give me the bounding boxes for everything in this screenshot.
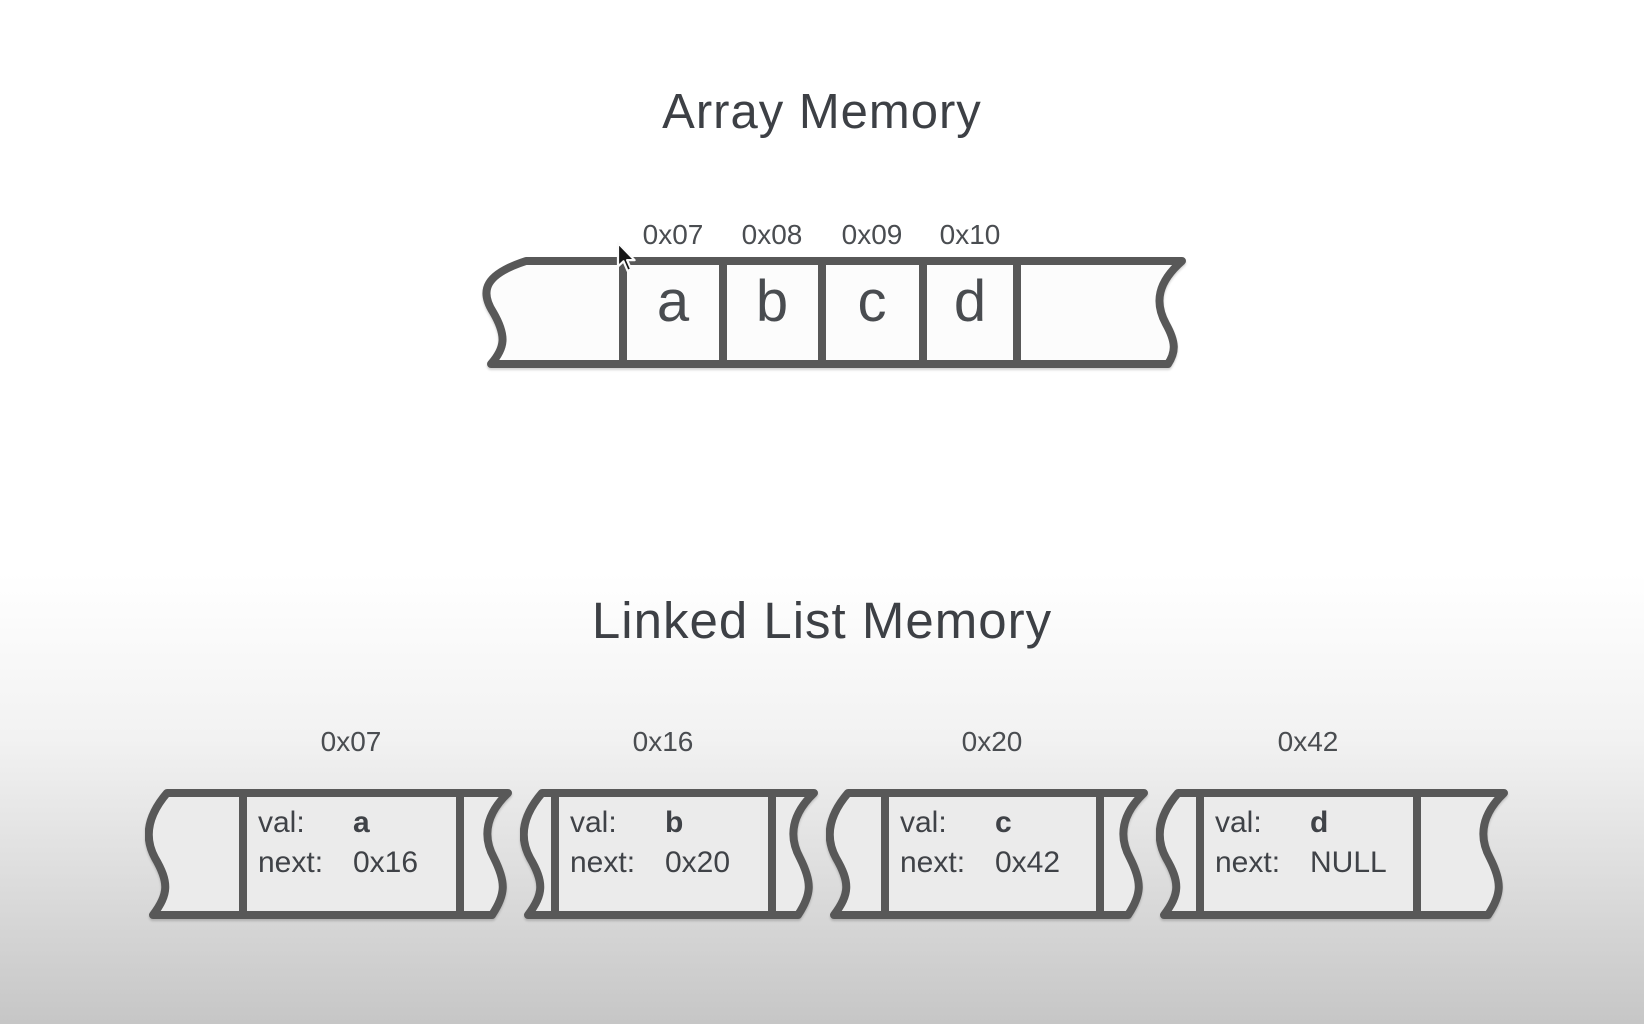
node-address-label: 0x07 [320, 726, 382, 757]
next-value: 0x16 [353, 846, 419, 879]
array-address-label: 0x07 [642, 219, 704, 250]
array-cell-value: d [953, 269, 987, 334]
val-label: val: [258, 806, 305, 839]
val-label: val: [900, 806, 947, 839]
linked-list-memory-title: Linked List Memory [591, 592, 1053, 649]
node-address-label: 0x20 [961, 726, 1023, 757]
array-cell-value: c [857, 269, 887, 334]
node-val-row: val: d [1215, 803, 1415, 843]
node-address-label: 0x16 [632, 726, 694, 757]
node-next-row: next: 0x16 [258, 843, 458, 883]
next-label: next: [258, 846, 324, 879]
val-label: val: [1215, 806, 1262, 839]
array-memory-title: Array Memory [662, 85, 982, 139]
linked-list-node: val: c next: 0x42 [900, 803, 1100, 883]
val-value: d [1310, 806, 1329, 839]
next-label: next: [570, 846, 636, 879]
array-address-label: 0x09 [841, 219, 903, 250]
linked-list-strip-2 [520, 789, 818, 919]
next-value: 0x42 [995, 846, 1061, 879]
strip-outline [145, 789, 512, 919]
node-next-row: next: NULL [1215, 843, 1415, 883]
array-cell-value: b [755, 269, 789, 334]
val-value: c [995, 806, 1012, 839]
node-val-row: val: a [258, 803, 458, 843]
array-cell-value: a [656, 269, 690, 334]
node-val-row: val: b [570, 803, 770, 843]
next-value: 0x20 [665, 846, 731, 879]
linked-list-node: val: b next: 0x20 [570, 803, 770, 883]
array-strip-outline [482, 257, 1186, 368]
array-memory-strip [482, 257, 1186, 368]
node-next-row: next: 0x42 [900, 843, 1100, 883]
linked-list-strip-3 [826, 789, 1148, 919]
strip-outline [520, 789, 818, 919]
linked-list-node: val: d next: NULL [1215, 803, 1415, 883]
next-label: next: [1215, 846, 1281, 879]
linked-list-node: val: a next: 0x16 [258, 803, 458, 883]
node-next-row: next: 0x20 [570, 843, 770, 883]
val-value: b [665, 806, 684, 839]
val-value: a [353, 806, 370, 839]
array-address-label: 0x10 [939, 219, 1001, 250]
next-label: next: [900, 846, 966, 879]
mouse-cursor-icon [616, 241, 636, 272]
linked-list-strip-4 [1156, 789, 1508, 919]
val-label: val: [570, 806, 617, 839]
node-val-row: val: c [900, 803, 1100, 843]
strip-outline [826, 789, 1148, 919]
array-address-label: 0x08 [741, 219, 803, 250]
linked-list-strip-1 [145, 789, 512, 919]
node-address-label: 0x42 [1277, 726, 1339, 757]
next-value: NULL [1310, 846, 1387, 879]
